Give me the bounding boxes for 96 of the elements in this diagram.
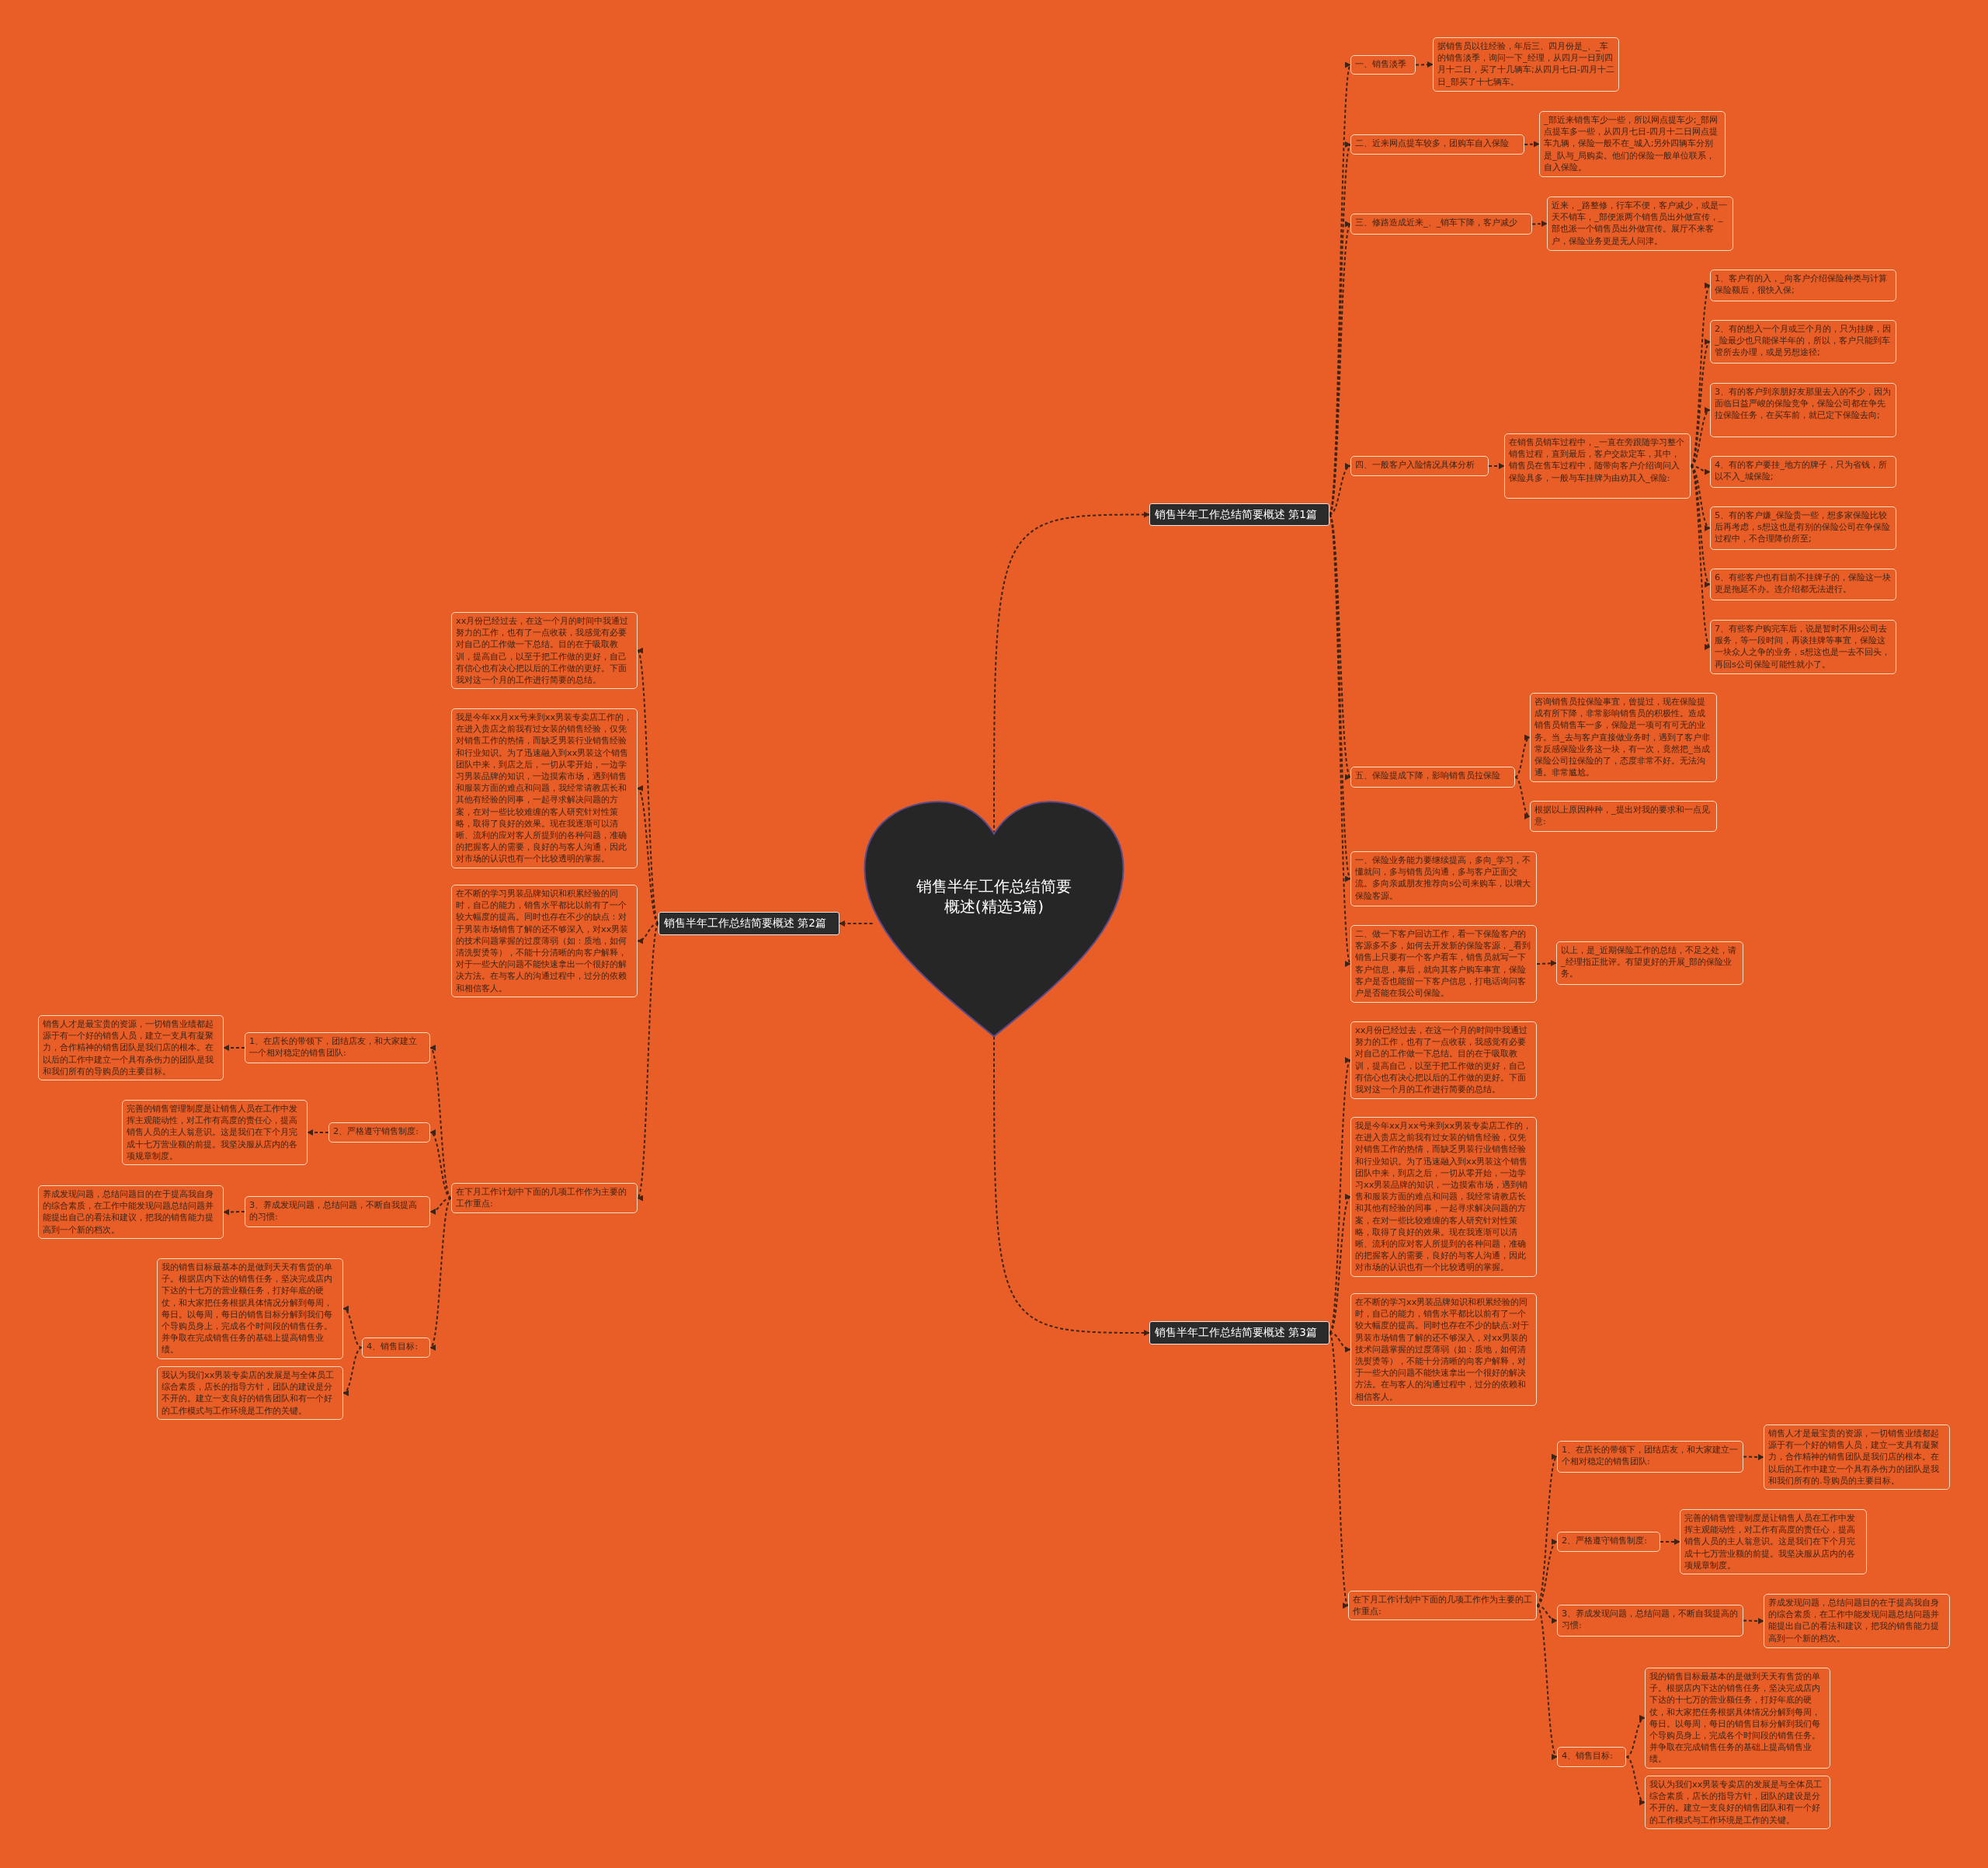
- text-box: 2、严格遵守销售制度:: [1557, 1532, 1660, 1552]
- text-box: 3、养成发现问题，总结问题，不断自我提高的习惯:: [245, 1196, 430, 1227]
- text-box: 在下月工作计划中下面的几项工作作为主要的工作重点:: [1348, 1591, 1537, 1621]
- text-box: 完善的销售管理制度是让销售人员在工作中发挥主观能动性，对工作有高度的责任心，提高销售人员的主人翁意识。这是我们在下个月完成十七万营业额的前提。我坚决服从店内的各项规章制度。: [122, 1100, 308, 1165]
- text-box: 据销售员以往经验，年后三、四月份是_、_车的销售淡季，询问一下_经理，从四月一日到四月十二日，买了十几辆车;从四月七日-四月十二日_部买了十七辆车。: [1433, 37, 1619, 92]
- text-box: 5、有的客户嫌_保险贵一些，想多家保险比较后再考虑，s想这也是有别的保险公司在争保险过程中，不合理降价所至;: [1710, 506, 1896, 550]
- connector-arrow: [637, 787, 659, 924]
- text-box: xx月份已经过去，在这一个月的时间中我通过努力的工作，也有了一点收获，我感觉有必要对自己的工作做一下总结。目的在于吸取教训，提高自己，以至于把工作做的更好，自己有信心也有决心把以后的工作做的更好。下面我对这一个月的工作进行简要的总结。: [1350, 1021, 1537, 1099]
- connector-arrow: [1531, 221, 1548, 228]
- connector-arrow: [839, 920, 874, 927]
- text-box: 一、保险业务能力要继续提高，多向_学习，不懂就问，多与销售员沟通，多与客户正面交流。多向亲戚朋友推荐向s公司来购车，以增大保险客源。: [1350, 851, 1537, 906]
- connector-arrow: [1536, 1605, 1558, 1623]
- connector-arrow: [1488, 463, 1505, 469]
- text-box: 4、销售目标:: [362, 1338, 430, 1358]
- connector-arrow: [1690, 465, 1711, 529]
- connector-arrow: [1690, 341, 1711, 467]
- text-box: 以上，是_近期保险工作的总结，不足之处，请_经理指正批评。有望更好的开展_部的保险业务。: [1556, 941, 1743, 985]
- text-box: _部近来销售车少一些，所以网点提车少;_部网点提车多一些，从四月七日-四月十二日网点提车九辆，保险一般不在_城入;另外四辆车分别是_队与_局购卖。他们的保险一般单位联系，自入保险。: [1539, 111, 1726, 177]
- connector-arrow: [1690, 465, 1711, 648]
- connector-arrow: [1690, 465, 1711, 475]
- connector-arrow: [429, 1132, 452, 1199]
- text-box: xx月份已经过去，在这一个月的时间中我通过努力的工作，也有了一点收获，我感觉有必要对自己的工作做一下总结。目的在于吸取教训，提高自己，以至于把工作做的更好，自己有信心也有决心把以后的工作做的更好。下面我对这一个月的工作进行简要的总结。: [451, 612, 638, 690]
- text-box: 1、在店长的带领下，团结店友，和大家建立一个相对稳定的销售团队:: [1557, 1441, 1743, 1473]
- text-box: 养成发现问题，总结问题目的在于提高我自身的综合素质，在工作中能发现问题总结问题并能提出自己的看法和建议，把我的销售能力提高到一个新的档次。: [1764, 1594, 1950, 1648]
- connector-arrow: [1329, 513, 1352, 880]
- connector-arrow: [342, 1347, 363, 1394]
- text-box: 四、一般客户入险情况具体分析: [1350, 456, 1489, 476]
- text-box: 二、做一下客户回访工作，看一下保险客户的客源多不多，如何去开发新的保险客源，_看到销售上只要有一个客户看车，销售员就写一下客户信息，事后，就向其客户购车事宜，保险客户是否也能留一下客户信息，打电话询问客户是否能在我公司保险。: [1350, 925, 1537, 1003]
- connector-arrow: [429, 1047, 452, 1199]
- connector-arrow: [1625, 1717, 1646, 1758]
- connector-arrow: [637, 923, 659, 1199]
- connector-arrow: [993, 1035, 1150, 1336]
- text-box: 根据以上原因种种，_提出对我的要求和一点见意:: [1530, 801, 1717, 832]
- connector-arrow: [1690, 409, 1711, 467]
- text-box: 我是今年xx月xx号来到xx男装专卖店工作的，在进入贵店之前我有过女装的销售经验，仅凭对销售工作的热情，而缺乏男装行业销售经验和行业知识。为了迅速融入到xx男装这个销售团队中来，到店之后，一切从零开始，一边学习男装品牌的知识，一边摸索市场，遇到销售和服装方面的难点和问题，我经常请教店长和其他有经验的同事，一起寻求解决问题的方案，在对一些比较难缠的客人研究针对性策略，取得了良好的效果。现在我逐渐可以清晰、流利的应对客人所提到的各种问题，准确的把握客人的需要，良好的与客人沟通，因此对市场的认识也有一个比较透明的掌握。: [451, 708, 638, 868]
- connector-arrow: [637, 923, 659, 944]
- connector-arrow: [1536, 1605, 1558, 1758]
- text-box: 完善的销售管理制度是让销售人员在工作中发挥主观能动性，对工作有高度的责任心，提高销售人员的主人翁意识。这是我们在下个月完成十七万营业额的前提。我坚决服从店内的各项规章制度。: [1680, 1509, 1867, 1574]
- text-box: 1、在店长的带领下，团结店友，和大家建立一个相对稳定的销售团队:: [245, 1032, 430, 1063]
- text-box: 我是今年xx月xx号来到xx男装专卖店工作的，在进入贵店之前我有过女装的销售经验，仅凭对销售工作的热情，而缺乏男装行业销售经验和行业知识。为了迅速融入到xx男装这个销售团队中来，到店之后，一切从零开始，一边学习xx男装品牌的知识，一边摸索市场，遇到销售和服装方面的难点和问题，我经常请教店长和其他有经验的同事，一起寻求解决问题的方案，在对一些比较难缠的客人研究针对性策略，取得了良好的效果。现在我逐渐可以清晰、流利的应对客人所提到的各种问题，准确的把握客人的需要，良好的与客人沟通，因此对市场的认识也有一个比较透明的掌握。: [1350, 1117, 1537, 1277]
- text-box: 2、有的想入一个月或三个月的，只为挂牌，因_险最少也只能保半年的，所以，客户只能到车管所去办理，或是另想途径;: [1710, 320, 1896, 364]
- connector-arrow: [223, 1209, 245, 1216]
- connector-arrow: [1329, 144, 1352, 516]
- text-box: 在不断的学习男装品牌知识和积累经验的同时，自己的能力，销售水平都比以前有了一个较大幅度的提高。同时也存在不少的缺点：对于男装市场销售了解的还不够深入，对xx男装的技术问题掌握的过度薄弱（如：质地，如何清洗熨烫等），不能十分清晰的向客户解释，对于一些大的问题不能快速拿出一个很好的解决方法。在与客人的沟通过程中，过分的依赖和相信客人。: [451, 885, 638, 997]
- text-box: 2、严格遵守销售制度:: [328, 1122, 430, 1143]
- connector-arrow: [1743, 1618, 1764, 1624]
- text-box: 养成发现问题，总结问题目的在于提高我自身的综合素质，在工作中能发现问题总结问题并能提出自己的看法和建议，把我的销售能力提高到一个新的档次。: [38, 1185, 224, 1239]
- topic-box: 销售半年工作总结简要概述 第1篇: [1149, 503, 1329, 526]
- connector-arrow: [1329, 1059, 1351, 1334]
- topic-box: 销售半年工作总结简要概述 第3篇: [1149, 1321, 1329, 1344]
- text-box: 3、有的客户到亲朋好友那里去入的不少，因为面临日益严峻的保险竞争，保险公司都在争先拉保险任务，在买车前，就已定下保险去向;: [1710, 383, 1896, 437]
- connector-arrow: [637, 649, 659, 924]
- connector-arrow: [1415, 61, 1434, 68]
- text-box: 3、养成发现问题，总结问题，不断自我提高的习惯:: [1557, 1605, 1743, 1637]
- text-box: 三、修路造成近来_、_销车下降，客户减少: [1350, 214, 1532, 235]
- connector-arrow: [1514, 736, 1531, 778]
- text-box: 近来，_路整修，行车不便，客户减少，或是一天不销车，_部便派两个销售员出外做宣传，_部也派一个销售员出外做宣传。展厅不来客户，保险业务更是无人问津。: [1547, 197, 1733, 251]
- connector-arrow: [1329, 513, 1352, 965]
- text-box: 一、销售淡季: [1350, 55, 1416, 75]
- text-box: 1、客户有的入，_向客户介绍保险种类与计算保险额后，很快入保;: [1710, 270, 1896, 301]
- connector-arrow: [1625, 1756, 1646, 1804]
- connector-arrow: [223, 1045, 245, 1051]
- text-box: 我认为我们xx男装专卖店的发展是与全体员工综合素质，店长的指导方针，团队的建设是分不开的。建立一支良好的销售团队和有一个好的工作模式与工作环境是工作的关键。: [1645, 1776, 1830, 1829]
- text-box: 二、近来网点提车较多，团购车自入保险: [1350, 134, 1524, 155]
- text-box: 我认为我们xx男装专卖店的发展是与全体员工综合素质，店长的指导方针，团队的建设是分不开的。建立一支良好的销售团队和有一个好的工作模式与工作环境是工作的关键。: [157, 1366, 343, 1420]
- text-box: 五、保险提成下降，影响销售员拉保险: [1350, 767, 1515, 788]
- connector-arrow: [307, 1129, 329, 1136]
- connector-arrow: [429, 1197, 452, 1348]
- text-box: 销售人才是最宝贵的资源，一切销售业绩都起源于有一个好的销售人员，建立一支具有凝聚力，合作精神的销售团队是我们店的根本。在以后的工作中建立一个具有杀伤力的团队是我和我们所有的导购员的主要目标。: [38, 1015, 224, 1080]
- connector-arrow: [1524, 141, 1540, 148]
- connector-arrow: [1329, 1195, 1351, 1334]
- text-box: 4、销售目标:: [1557, 1747, 1626, 1767]
- connector-arrow: [1536, 1456, 1558, 1607]
- connector-arrow: [1329, 1332, 1350, 1607]
- text-box: 6、有些客户也有目前不挂牌子的，保险这一块更是拖延不办。连介绍都无法进行。: [1710, 569, 1896, 600]
- text-box: 咨询销售员拉保险事宜，曾提过，现在保险提成有所下降，非常影响销售员的积极性。造成销售员销售车一多，保险是一项可有可无的业务。当_去与客户直接做业务时，遇到了客户非常反感保险业务这一块，有一次，竟然把_当成保险公司拉保险的了，态度非常不好。无法沟通。非常尴尬。: [1530, 693, 1717, 782]
- text-box: 在下月工作计划中下面的几项工作作为主要的工作重点:: [451, 1183, 638, 1213]
- text-box: 在不断的学习xx男装品牌知识和积累经验的同时，自己的能力，销售水平都比以前有了一个较大幅度的提高。同时也存在不少的缺点:对于男装市场销售了解的还不够深入，对xx男装的技术问题掌握的过度薄弱（如：质地，如何清洗熨烫等），不能十分清晰的向客户解释，对于一些大的问题不能快速拿出一个很好的解决方法。在与客人的沟通过程中，过分的依赖和相信客人。: [1350, 1293, 1537, 1406]
- connector-arrow: [1514, 776, 1531, 817]
- connector-arrow: [342, 1307, 363, 1348]
- connector-arrow: [1329, 464, 1351, 516]
- connector-arrow: [429, 1197, 452, 1215]
- topic-box: 销售半年工作总结简要概述 第2篇: [659, 912, 839, 935]
- text-box: 4、有的客户要挂_地方的牌子，只为省钱，所以不入_城保险;: [1710, 456, 1896, 488]
- text-box: 7、有些客户购完车后，说是暂时不用s公司去服务，等一段时间，再谈挂牌等事宜，保险这一块众人之争的业务，s想这也是一去不回头，再回s公司保险可能性就小了。: [1710, 620, 1896, 674]
- text-box: 销售人才是最宝贵的资源，一切销售业绩都起源于有一个好的销售人员，建立一支具有凝聚力，合作精神的销售团队是我们店的根本。在以后的工作中建立一个具有杀伤力的团队是我和我们所有的.导购员的主要目标。: [1764, 1424, 1950, 1490]
- text-box: 我的销售目标最基本的是做到天天有售货的单子。根据店内下达的销售任务，坚决完成店内下达的十七万的营业额任务，打好年底的硬仗，和大家把任务根据具体情况分解到每周，每日。以每周，每日的销售目标分解到我们每个导购员身上，完成各个时间段的销售任务。并争取在完成销售任务的基础上提高销售业绩。: [1645, 1668, 1830, 1769]
- connector-arrow: [1329, 513, 1351, 778]
- connector-arrow: [1329, 1332, 1351, 1352]
- connector-arrow: [1536, 1541, 1558, 1607]
- connector-arrow: [1536, 960, 1557, 967]
- text-box: 我的销售目标最基本的是做到天天有售货的单子。根据店内下达的销售任务，坚决完成店内下达的十七万的营业额任务，打好年底的硬仗，和大家把任务根据具体情况分解到每周，每日。以每周，每日的销售目标分解到我们每个导购员身上，完成各个时间段的销售任务。并争取在完成销售任务的基础上提高销售业绩。: [157, 1258, 343, 1359]
- text-box: 在销售员销车过程中，_一直在旁跟随学习整个销售过程，直到最后，客户交款定车，其中，销售员在售车过程中，随带向客户介绍询问入保险具多，一般与车挂牌为由劝其入_保险:: [1504, 433, 1691, 499]
- connector-arrow: [1329, 223, 1351, 516]
- connector-arrow: [1743, 1454, 1764, 1460]
- connector-arrow: [1660, 1539, 1680, 1545]
